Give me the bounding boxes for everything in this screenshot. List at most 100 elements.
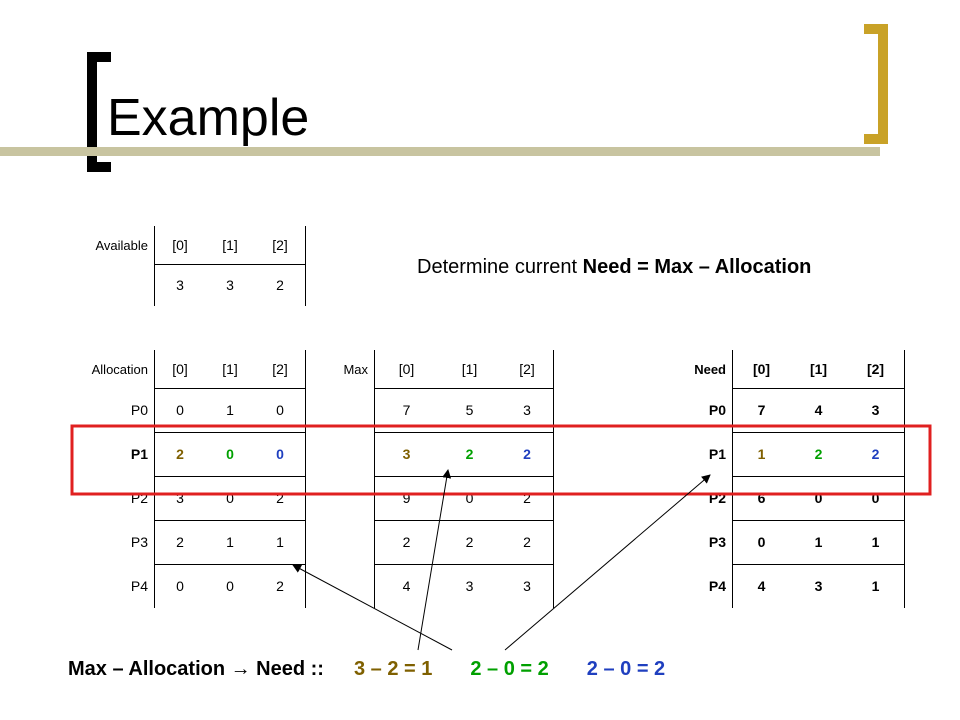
need-header-0: [0] bbox=[732, 350, 790, 389]
max-cell: 2 bbox=[438, 432, 501, 477]
table-row: 4 3 3 bbox=[330, 564, 554, 608]
allocation-header-2: [2] bbox=[255, 350, 306, 389]
table-row: Max [0] [1] [2] bbox=[330, 350, 554, 389]
table-row: P0 7 4 3 bbox=[658, 388, 905, 433]
table-row: P2 3 0 2 bbox=[55, 476, 306, 521]
need-cell: 0 bbox=[732, 520, 790, 565]
max-cell: 5 bbox=[438, 388, 501, 433]
need-row-name: P1 bbox=[708, 446, 726, 462]
need-row-name: P3 bbox=[708, 534, 726, 550]
allocation-cell: 1 bbox=[255, 520, 306, 565]
formula-label: Max – Allocation → Need :: bbox=[68, 658, 324, 680]
allocation-cell: 1 bbox=[205, 388, 255, 433]
available-header-2: [2] bbox=[255, 226, 306, 265]
need-cell: 1 bbox=[847, 520, 905, 565]
need-header-2: [2] bbox=[847, 350, 905, 389]
max-header-1: [1] bbox=[438, 350, 501, 389]
max-cell: 3 bbox=[501, 388, 554, 433]
max-cell: 7 bbox=[374, 388, 438, 433]
max-cell: 2 bbox=[374, 520, 438, 565]
available-value-2: 2 bbox=[255, 264, 306, 306]
calc-column-1: 2 – 0 = 2 bbox=[470, 658, 549, 680]
table-row: P3 0 1 1 bbox=[658, 520, 905, 565]
need-definition-prefix: Determine current bbox=[417, 256, 583, 278]
need-cell: 3 bbox=[814, 578, 823, 595]
allocation-header-1: [1] bbox=[205, 350, 255, 389]
available-value-0: 3 bbox=[154, 264, 205, 306]
table-row: Need [0] [1] [2] bbox=[658, 350, 905, 389]
max-cell: 2 bbox=[501, 520, 554, 565]
max-header-2: [2] bbox=[501, 350, 554, 389]
allocation-table: Allocation [0] [1] [2] P0 0 1 0 P1 2 0 0… bbox=[55, 350, 306, 608]
available-table: Available [0] [1] [2] 3 3 2 bbox=[55, 226, 306, 306]
max-header-0: [0] bbox=[374, 350, 438, 389]
need-cell: 1 bbox=[732, 432, 790, 477]
need-cell: 1 bbox=[847, 564, 905, 608]
max-cell: 3 bbox=[465, 578, 474, 595]
table-row: 7 5 3 bbox=[330, 388, 554, 433]
max-cell: 2 bbox=[501, 476, 554, 521]
title-rule bbox=[0, 147, 880, 156]
max-label: Max bbox=[343, 361, 368, 377]
max-table: Max [0] [1] [2] 7 5 3 3 2 2 9 0 2 2 2 2 … bbox=[330, 350, 554, 608]
table-row: 9 0 2 bbox=[330, 476, 554, 521]
need-table: Need [0] [1] [2] P0 7 4 3 P1 1 2 2 P2 6 … bbox=[658, 350, 905, 608]
need-cell: 0 bbox=[790, 476, 847, 521]
need-cell: 2 bbox=[847, 432, 905, 477]
max-cell: 0 bbox=[438, 476, 501, 521]
max-cell: 9 bbox=[374, 476, 438, 521]
need-cell: 1 bbox=[790, 520, 847, 565]
available-label: Available bbox=[95, 237, 148, 253]
need-header-1: [1] bbox=[790, 350, 847, 389]
allocation-row-name: P1 bbox=[130, 446, 148, 462]
available-header-1: [1] bbox=[205, 226, 255, 265]
allocation-cell: 0 bbox=[255, 432, 306, 477]
table-row: P4 0 0 2 bbox=[55, 564, 306, 608]
need-label: Need bbox=[694, 361, 726, 377]
allocation-header-0: [0] bbox=[154, 350, 205, 389]
table-row: P4 4 3 1 bbox=[658, 564, 905, 608]
need-cell: 7 bbox=[732, 388, 790, 433]
need-row-name: P0 bbox=[708, 402, 726, 418]
allocation-row-name: P3 bbox=[130, 534, 148, 550]
table-row: 3 3 2 bbox=[55, 264, 306, 306]
max-cell: 2 bbox=[501, 432, 554, 477]
max-cell: 4 bbox=[374, 564, 438, 608]
available-value-1: 3 bbox=[226, 277, 234, 294]
allocation-row-name: P0 bbox=[130, 402, 148, 418]
allocation-cell: 0 bbox=[255, 388, 306, 433]
allocation-cell: 1 bbox=[205, 520, 255, 565]
table-row: P3 2 1 1 bbox=[55, 520, 306, 565]
table-row: 2 2 2 bbox=[330, 520, 554, 565]
table-row: P2 6 0 0 bbox=[658, 476, 905, 521]
allocation-cell: 0 bbox=[226, 578, 234, 595]
need-cell: 4 bbox=[790, 388, 847, 433]
allocation-cell: 2 bbox=[154, 520, 205, 565]
allocation-label: Allocation bbox=[91, 361, 148, 377]
need-row-name: P4 bbox=[708, 578, 726, 594]
table-row: P0 0 1 0 bbox=[55, 388, 306, 433]
formula-line: Max – Allocation → Need ::3 – 2 = 1 2 – 0… bbox=[68, 656, 665, 682]
max-cell: 3 bbox=[374, 432, 438, 477]
need-cell: 2 bbox=[790, 432, 847, 477]
table-row: P1 1 2 2 bbox=[658, 432, 905, 477]
allocation-cell: 2 bbox=[255, 564, 306, 608]
allocation-cell: 2 bbox=[154, 432, 205, 477]
allocation-row-name: P2 bbox=[130, 490, 148, 506]
max-cell: 3 bbox=[501, 564, 554, 608]
need-cell: 4 bbox=[732, 564, 790, 608]
max-cell: 2 bbox=[438, 520, 501, 565]
need-cell: 6 bbox=[732, 476, 790, 521]
table-row: Allocation [0] [1] [2] bbox=[55, 350, 306, 389]
allocation-row-name: P4 bbox=[130, 578, 148, 594]
allocation-cell: 0 bbox=[154, 388, 205, 433]
need-cell: 0 bbox=[847, 476, 905, 521]
allocation-cell: 3 bbox=[154, 476, 205, 521]
calc-column-0: 3 – 2 = 1 bbox=[353, 658, 433, 680]
need-row-name: P2 bbox=[708, 490, 726, 506]
allocation-cell: 0 bbox=[205, 476, 255, 521]
need-definition-formula: Need = Max – Allocation bbox=[582, 256, 812, 278]
allocation-cell: 0 bbox=[205, 432, 255, 477]
need-definition: Determine current Need = Max – Allocatio… bbox=[417, 254, 811, 280]
table-row: 3 2 2 bbox=[330, 432, 554, 477]
